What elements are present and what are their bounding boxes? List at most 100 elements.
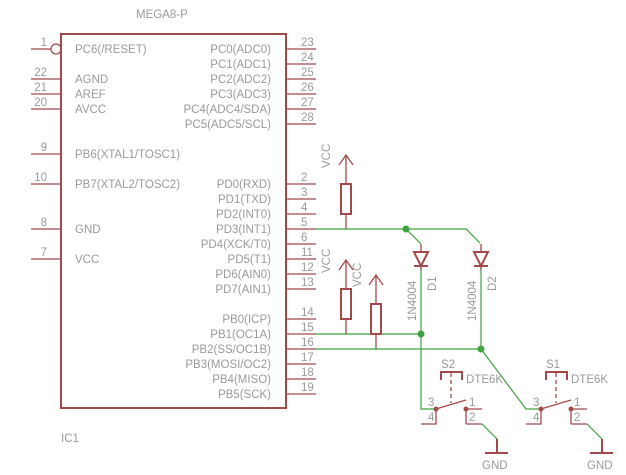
gnd-label: GND [482,460,508,472]
pin-number: 13 [301,277,314,289]
vcc-label: VCC [352,263,364,287]
pin-label: PB0(ICP) [222,314,271,326]
pin-number: 27 [301,97,314,109]
pin-number: 5 [301,217,307,229]
net-pd3[interactable] [316,228,481,244]
switch-pin: 2 [574,412,580,424]
junction [402,225,410,233]
switch-pin: 3 [533,397,539,409]
net-gnd-s2[interactable] [481,423,498,440]
diode-d2[interactable]: 1N4004 D2 [467,244,499,321]
pin-number: 2 [301,172,307,184]
resistor-pb1[interactable]: VCC [321,249,354,334]
pin-number: 3 [301,187,307,199]
pin-label: PB7(XTAL2/TOSC2) [75,179,180,191]
switch-pin: 3 [428,397,434,409]
switch-value: DTE6K [571,374,608,386]
pin-number: 17 [301,352,314,364]
pin-number: 28 [301,112,314,124]
pin-label: PC1(ADC1) [210,59,271,71]
net-pb1[interactable] [316,266,436,410]
chip-value: MEGA8-P [136,9,188,21]
pin-number: 14 [301,307,314,319]
pin-number: 4 [301,202,308,214]
pin-label: PB6(XTAL1/TOSC1) [75,149,180,161]
switch-pin: 1 [574,397,580,409]
vcc-label: VCC [321,249,333,273]
pin-label: PD7(AIN1) [215,284,271,296]
pin-label: AVCC [75,104,106,116]
right-pins: 23PC0(ADC0)24PC1(ADC1)25PC2(ADC2)26PC3(A… [183,37,316,401]
pin-label: PB5(SCK) [218,389,271,401]
pin-number: 16 [301,337,314,349]
gnd-label: GND [587,460,613,472]
pin-number: 9 [41,142,47,154]
resistor-pb2[interactable]: VCC [352,263,384,349]
pin-label: PB4(MISO) [212,374,271,386]
ic1-chip[interactable]: MEGA8-P IC1 1PC6(/RESET)22AGND21AREF20AV… [31,9,316,445]
switch-pin: 2 [469,412,475,424]
switch-name: S2 [441,359,455,371]
net-gnd-s1[interactable] [586,423,603,440]
pin-number: 22 [34,67,47,79]
vcc-label: VCC [321,144,333,168]
pin-label: PD1(TXD) [218,194,271,206]
pin-number: 20 [34,97,47,109]
pin-number: 24 [301,52,314,64]
pin-label: PD0(RXD) [217,179,271,191]
pin-label: PD5(T1) [228,254,272,266]
pin-label: PD3(INT1) [216,224,271,236]
pin-label: GND [75,224,101,236]
pin-number: 1 [41,37,47,49]
pin-label: PB1(OC1A) [210,329,271,341]
pin-label: PC3(ADC3) [210,89,271,101]
pin-label: PC2(ADC2) [210,74,271,86]
pin-number: 23 [301,37,314,49]
net-pd3-d1[interactable] [405,228,422,245]
pin-number: 12 [301,262,314,274]
resistor-pd3[interactable]: VCC [321,144,354,229]
pin-label: PD6(AIN0) [215,269,271,281]
diode-name: D2 [487,276,499,291]
switch-pin: 4 [428,412,435,424]
pin-label: AGND [75,74,108,86]
pin-label: PD2(INT0) [216,209,271,221]
pin-number: 6 [301,232,307,244]
pin-number: 10 [34,172,47,184]
pin-number: 11 [301,247,313,259]
pin-label: PB2(SS/OC1B) [192,344,271,356]
diode-d1[interactable]: 1N4004 D1 [407,244,439,321]
net-pb2[interactable] [316,266,541,410]
diode-name: D1 [427,276,439,291]
